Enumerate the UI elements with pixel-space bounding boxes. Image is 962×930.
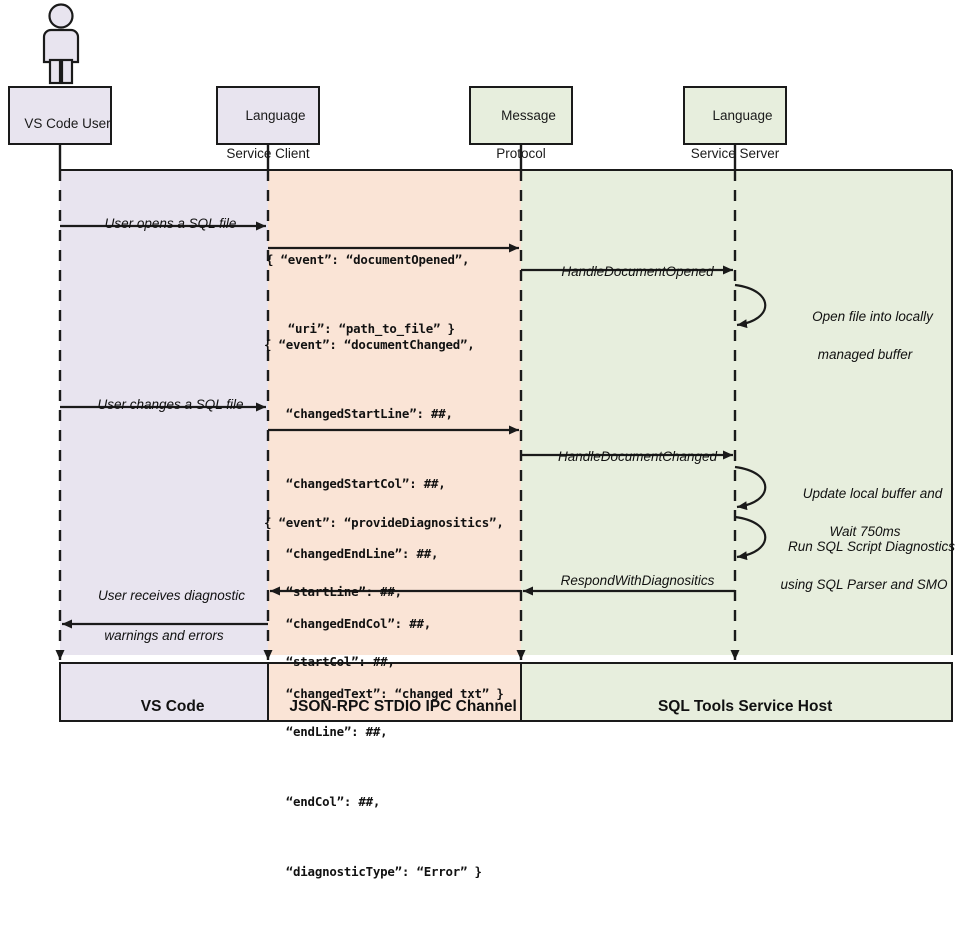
message-line1: User receives diagnostic xyxy=(97,588,246,604)
participant-label-vscode-user: VS Code User xyxy=(9,103,111,146)
note-open-file: Open file into locally managed buffer xyxy=(775,296,955,388)
message-line1: User changes a SQL file xyxy=(97,397,244,413)
json-line: “diagnosticType”: “Error” } xyxy=(264,864,482,880)
footer-label-ipc: JSON-RPC STDIO IPC Channel xyxy=(268,683,521,732)
note-line2: managed buffer xyxy=(817,346,913,362)
json-line: { “event”: “documentOpened”, xyxy=(266,251,470,267)
footer-bar xyxy=(59,662,953,722)
message-line1: User opens a SQL file xyxy=(104,216,237,232)
json-line: “startCol”: ##, xyxy=(264,654,395,670)
message-label-user-changes: User changes a SQL file xyxy=(60,384,266,427)
message-line1: HandleDocumentOpened xyxy=(561,264,714,280)
self-loop-update-buf xyxy=(734,465,767,511)
footer-band-ipc xyxy=(267,662,522,722)
json-payload-document-opened: { “event”: “documentOpened”, “uri”: “pat… xyxy=(266,201,469,387)
band-host-rect xyxy=(521,170,952,655)
footer-label-vscode: VS Code xyxy=(60,683,268,732)
activity-bands xyxy=(60,169,953,655)
self-loop-arrows xyxy=(734,283,767,561)
participant-boxes xyxy=(8,86,787,145)
participant-line1: Language xyxy=(245,108,306,124)
participant-box-lang-client xyxy=(216,86,320,145)
participant-line1: Message xyxy=(501,108,556,124)
note-run-diagnostics: Run SQL Script Diagnostics using SQL Par… xyxy=(768,526,960,618)
band-vscode-rect xyxy=(60,170,268,655)
message-line1: HandleDocumentChanged xyxy=(557,449,718,465)
participant-line1: Language xyxy=(712,108,773,124)
lifelines xyxy=(55,144,740,660)
self-loop-run-diag xyxy=(734,515,767,561)
json-line: “changedStartLine”: ##, xyxy=(264,406,453,422)
footer-band-host xyxy=(520,662,953,722)
message-label-handle-changed: HandleDocumentChanged xyxy=(527,436,733,479)
diagram-graphics xyxy=(8,3,953,722)
message-arrows xyxy=(60,221,735,629)
note-update-buffer: Update local buffer and Wait 750ms xyxy=(775,473,955,565)
json-line: “endCol”: ##, xyxy=(264,794,381,810)
message-label-handle-opened: HandleDocumentOpened xyxy=(527,251,733,294)
participant-box-msg-protocol xyxy=(469,86,573,145)
footer-text: SQL Tools Service Host xyxy=(657,698,833,716)
json-payload-document-changed: { “event”: “documentChanged”, “changedSt… xyxy=(264,286,504,752)
footer-text: VS Code xyxy=(140,698,205,716)
sequence-diagram: VS Code User Language Service Client Mes… xyxy=(8,3,960,879)
participant-line2: Protocol xyxy=(496,145,546,161)
footer-label-host: SQL Tools Service Host xyxy=(521,683,952,732)
participant-label-msg-protocol: Message Protocol xyxy=(470,95,572,189)
participant-label-lang-server: Language Service Server xyxy=(684,95,786,189)
json-line: “changedEndLine”: ##, xyxy=(264,546,439,562)
json-line: { “event”: “provideDiagnositics”, xyxy=(264,514,504,530)
footer-band-vscode xyxy=(59,662,269,722)
json-line: “changedStartCol”: ##, xyxy=(264,476,446,492)
json-line: “changedText”: “changed txt” } xyxy=(264,686,504,702)
json-line: { “event”: “documentChanged”, xyxy=(264,336,475,352)
participant-line2: Service Server xyxy=(690,145,780,161)
note-line2: Wait 750ms xyxy=(829,523,901,539)
note-line2: using SQL Parser and SMO xyxy=(780,576,948,592)
note-line1: Update local buffer and xyxy=(802,485,943,501)
message-label-user-opens: User opens a SQL file xyxy=(60,203,266,246)
self-loop-open-file xyxy=(734,283,767,329)
message-label-respond-diag: RespondWithDiagnositics xyxy=(527,560,733,603)
note-line1: Run SQL Script Diagnostics xyxy=(787,538,956,554)
band-ipc-rect xyxy=(268,170,521,655)
participant-line1: VS Code User xyxy=(24,116,111,132)
participant-label-lang-client: Language Service Client xyxy=(217,95,319,189)
person-icon xyxy=(42,3,80,85)
json-line: “changedEndCol”: ##, xyxy=(264,616,431,632)
message-label-user-receives: User receives diagnostic warnings and er… xyxy=(60,575,268,671)
note-line1: Open file into locally xyxy=(812,308,933,324)
message-line1: RespondWithDiagnositics xyxy=(560,573,715,589)
json-line: “uri”: “path_to_file” } xyxy=(266,321,455,337)
participant-line2: Service Client xyxy=(226,145,310,161)
participant-box-lang-server xyxy=(683,86,787,145)
footer-text: JSON-RPC STDIO IPC Channel xyxy=(289,698,517,716)
json-line: “startLine”: ##, xyxy=(264,584,402,600)
message-line2: warnings and errors xyxy=(104,627,224,643)
